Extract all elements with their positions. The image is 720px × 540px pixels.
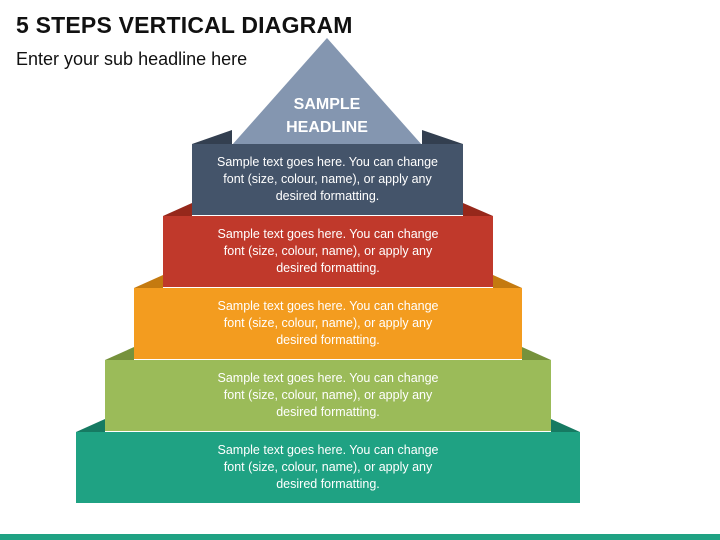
step-3-text: Sample text goes here. You can change fo… xyxy=(134,288,522,359)
step-5-text: Sample text goes here. You can change fo… xyxy=(76,432,580,503)
step-4-text: Sample text goes here. You can change fo… xyxy=(105,360,551,431)
step-5-side-right xyxy=(551,419,580,432)
step-5-block xyxy=(76,432,580,503)
step-1-label: Sample text goes here. You can change fo… xyxy=(217,155,438,203)
page-title: 5 STEPS VERTICAL DIAGRAM xyxy=(16,12,353,38)
step-4-side-left xyxy=(105,347,134,360)
step-4-block xyxy=(105,360,551,431)
step-2-label: Sample text goes here. You can change fo… xyxy=(217,227,439,275)
step-3-label: Sample text goes here. You can change fo… xyxy=(217,299,439,347)
footer-bar xyxy=(0,534,720,540)
step-2-side-right xyxy=(463,203,493,216)
step-3-side-left xyxy=(134,275,163,288)
step-2-block xyxy=(163,216,493,287)
step-4-side-right xyxy=(522,347,551,360)
step-3-block xyxy=(134,288,522,359)
step-5-side-left xyxy=(76,419,105,432)
step-1-side-right xyxy=(422,130,463,144)
step-2-side-left xyxy=(163,203,192,216)
apex-triangle xyxy=(232,38,422,145)
step-5-label: Sample text goes here. You can change fo… xyxy=(217,443,439,491)
step-3-side-right xyxy=(493,275,522,288)
step-4-label: Sample text goes here. You can change fo… xyxy=(217,371,439,419)
step-1-side-left xyxy=(192,130,232,144)
step-1-block xyxy=(192,144,463,215)
page-subtitle: Enter your sub headline here xyxy=(16,49,248,69)
step-2-text: Sample text goes here. You can change fo… xyxy=(163,216,493,287)
step-1-text: Sample text goes here. You can change fo… xyxy=(192,144,463,215)
apex-headline: SAMPLE HEADLINE xyxy=(286,96,368,136)
